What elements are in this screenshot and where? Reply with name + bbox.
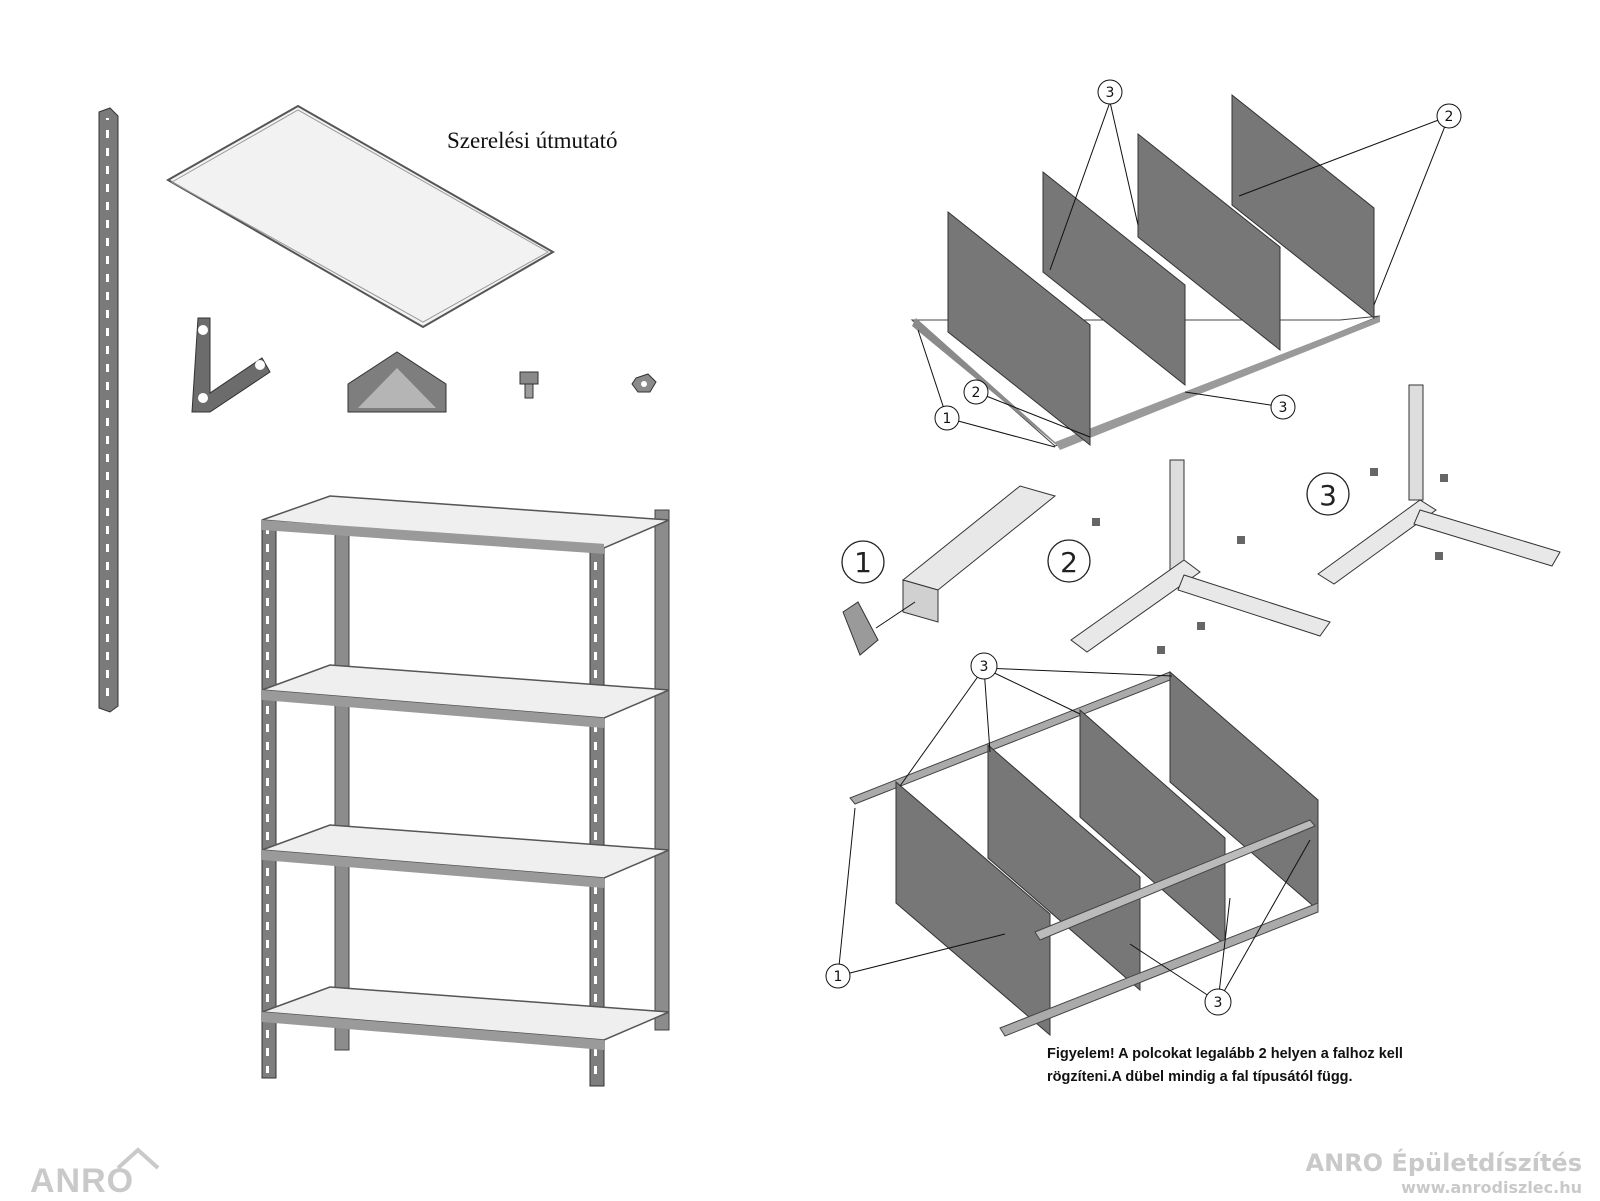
callout-3-bottom: 3 [1279, 400, 1288, 416]
document-title: Szerelési útmutató [447, 128, 618, 153]
callout-2-left: 2 [972, 385, 981, 401]
detail-step-3: 3 [1306, 384, 1561, 585]
angle-post-part [98, 107, 119, 713]
nut-part [631, 373, 657, 393]
wall-fixing-warning: Figyelem! A polcokat legalább 2 helyen a… [1047, 1043, 1567, 1089]
callout-2-top: 2 [1445, 109, 1454, 125]
anro-logo-text: ANRO [30, 1162, 135, 1200]
callout-3-top: 3 [1106, 85, 1115, 101]
brand-watermark: ANRO Épületdíszítés www.anrodiszlec.hu [1306, 1148, 1582, 1198]
upright-panels-diagram: 3 2 2 1 3 [910, 79, 1462, 450]
detail-step-1: 1 [841, 485, 1057, 656]
wall-mounted-assembly-diagram: 3 1 3 [825, 652, 1319, 1037]
gusset-plate-part [347, 351, 447, 413]
callout-1-wall: 1 [834, 969, 843, 985]
step-1-label: 1 [854, 546, 872, 579]
callout-3-wall-top: 3 [980, 659, 989, 675]
callout-3-wall-bottom: 3 [1214, 995, 1223, 1011]
brand-url: www.anrodiszlec.hu [1401, 1178, 1582, 1197]
step-3-label: 3 [1319, 479, 1337, 512]
warning-line-2: rögzíteni.A dübel mindig a fal típusától… [1047, 1069, 1353, 1085]
anro-logo-roof [116, 1147, 160, 1170]
assembled-shelf-unit [261, 495, 670, 1087]
callout-1-left: 1 [943, 411, 952, 427]
detail-step-2: 2 [1047, 459, 1331, 654]
corner-bracket-part [191, 317, 271, 413]
step-2-label: 2 [1060, 546, 1078, 579]
warning-line-1: Figyelem! A polcokat legalább 2 helyen a… [1047, 1046, 1403, 1062]
brand-name: ANRO Épületdíszítés [1305, 1149, 1582, 1177]
bolt-part [519, 371, 539, 399]
shelf-panel-part [165, 104, 556, 329]
